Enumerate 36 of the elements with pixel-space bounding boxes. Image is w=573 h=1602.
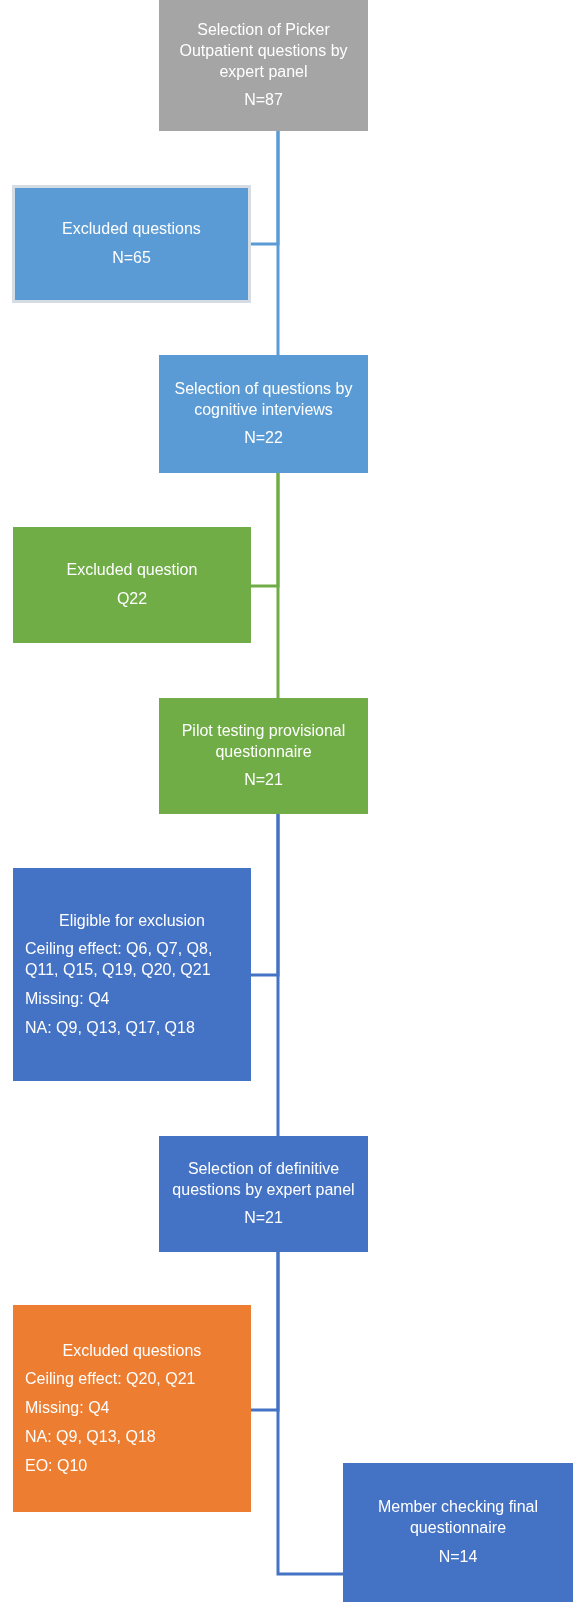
box-heading: Pilot testing provisional questionnaire xyxy=(180,720,347,762)
box-text: Missing: Q4 xyxy=(25,1398,111,1419)
box-text: Q22 xyxy=(115,589,149,609)
box-text: N=21 xyxy=(243,1208,284,1229)
box-heading: Excluded question xyxy=(65,560,199,581)
box-text: Ceiling effect: Q6, Q7, Q8, Q11, Q15, Q19, Q20, Q21 xyxy=(25,939,214,981)
process-box xyxy=(13,868,251,1081)
box-heading: Selection of questions by cognitive interviews xyxy=(173,378,354,420)
process-box xyxy=(343,1463,573,1602)
connector-line xyxy=(276,1252,343,1576)
box-text: NA: Q9, Q13, Q17, Q18 xyxy=(25,1017,196,1038)
box-heading: Excluded questions xyxy=(61,219,202,240)
process-box xyxy=(13,527,251,643)
box-text: N=22 xyxy=(243,428,284,449)
process-box xyxy=(159,355,368,473)
connector-line xyxy=(276,814,280,1136)
process-box xyxy=(159,1136,368,1252)
box-text: N=21 xyxy=(243,770,284,791)
box-heading: Excluded questions xyxy=(61,1340,203,1361)
box-text: Missing: Q4 xyxy=(25,988,111,1009)
box-heading: Selection of Picker Outpatient questions by expert panel xyxy=(178,19,349,82)
process-box xyxy=(13,1305,251,1512)
box-text: NA: Q9, Q13, Q18 xyxy=(25,1426,157,1447)
connector-line xyxy=(276,473,280,698)
process-box xyxy=(159,0,368,131)
box-text: Ceiling effect: Q20, Q21 xyxy=(25,1369,197,1390)
box-heading: Member checking final questionnaire xyxy=(376,1497,540,1539)
box-text: N=87 xyxy=(243,90,284,111)
process-box xyxy=(159,698,368,814)
connector-line xyxy=(276,131,280,355)
box-text: EO: Q10 xyxy=(25,1455,89,1476)
box-text: N=65 xyxy=(111,248,152,268)
box-text: N=14 xyxy=(437,1546,479,1567)
box-heading: Eligible for exclusion xyxy=(58,910,206,931)
process-box xyxy=(12,185,251,303)
box-heading: Selection of definitive questions by expert panel xyxy=(171,1158,356,1200)
